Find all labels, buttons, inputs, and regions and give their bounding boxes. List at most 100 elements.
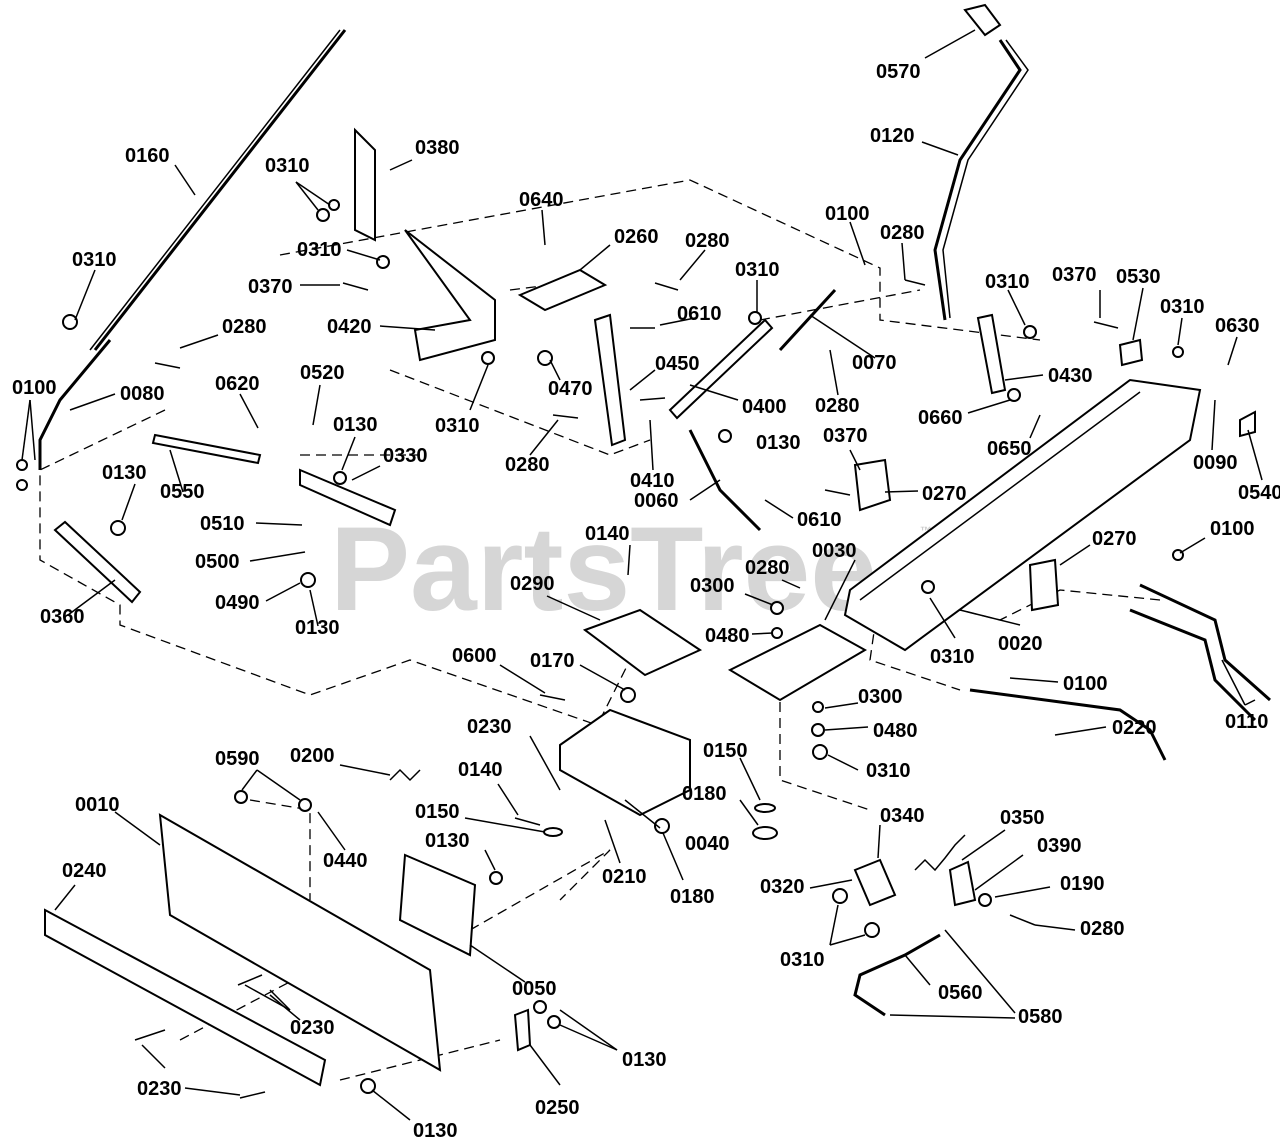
callout-0370-a: 0370 [248,276,293,298]
callout-0130-c: 0130 [295,617,340,639]
part-0350-plate [948,860,977,907]
callout-0280-b: 0280 [685,230,730,252]
part-0120-lever [933,39,1022,321]
part-0340-spring [914,834,966,872]
callout-0370-b: 0370 [1052,264,1097,286]
part-0410-arm [593,313,627,447]
callout-0130-g: 0130 [413,1120,458,1142]
part-0240-cutting-edge [44,908,327,1087]
callout-0280-g: 0280 [1080,918,1125,940]
callout-0340: 0340 [880,805,925,827]
callout-0080: 0080 [120,383,165,405]
part-0030-plate [727,623,868,702]
callout-0130-d: 0130 [756,432,801,454]
callout-0310-g: 0310 [1160,296,1205,318]
callout-0320: 0320 [760,876,805,898]
callout-0100-d: 0100 [1063,673,1108,695]
callout-0130-a: 0130 [333,414,378,436]
callout-0060: 0060 [634,490,679,512]
callout-0520: 0520 [300,362,345,384]
callout-0200: 0200 [290,745,335,767]
part-0020-frame [843,378,1202,652]
callout-0150-a: 0150 [703,740,748,762]
callout-0530: 0530 [1116,266,1161,288]
callout-0310-a: 0310 [265,155,310,177]
callout-0640: 0640 [519,189,564,211]
part-0320-bracket [853,858,897,907]
part-0220-rod [969,688,1167,761]
callout-0100-b: 0100 [12,377,57,399]
part-0040-bracket [559,708,691,817]
callout-0370-c: 0370 [823,425,868,447]
callout-0310-j: 0310 [780,949,825,971]
callout-0300-a: 0300 [690,575,735,597]
callout-0230-c: 0230 [137,1078,182,1100]
part-0110-rod [1139,583,1271,702]
callout-0280-a: 0280 [222,316,267,338]
callout-0470: 0470 [548,378,593,400]
callout-labels: 0570 0120 0160 0380 0310 0310 0370 0420 … [12,61,1280,1142]
callout-0390: 0390 [1037,835,1082,857]
callout-0260: 0260 [614,226,659,248]
callout-0180-b: 0180 [670,886,715,908]
part-0560-rod [853,933,941,1017]
callout-0180-a: 0180 [682,783,727,805]
part-0080-lever [38,339,112,470]
callout-0110: 0110 [1225,711,1268,733]
callout-0350: 0350 [1000,807,1045,829]
part-0010-blade [158,813,442,1072]
callout-0330: 0330 [383,445,428,467]
parts [38,3,1271,1087]
callout-0600: 0600 [452,645,497,667]
callout-0020: 0020 [998,633,1043,655]
part-0540-clip [1239,410,1256,438]
part-0270-bracket-b [1028,558,1060,612]
part-0260-plate [517,268,608,312]
callout-0100-a: 0100 [825,203,870,225]
callout-0580: 0580 [1018,1006,1063,1028]
part-0290-plate [582,608,703,677]
callout-0630: 0630 [1215,315,1260,337]
watermark: PartsTree [330,502,877,636]
part-0250-clip [513,1008,532,1052]
callout-0310-d: 0310 [735,259,780,281]
callout-0130-f: 0130 [622,1049,667,1071]
callout-0270-b: 0270 [1092,528,1137,550]
callout-0480-a: 0480 [705,625,750,647]
callout-0290: 0290 [510,573,555,595]
callout-0480-b: 0480 [873,720,918,742]
callout-0230-b: 0230 [290,1017,335,1039]
callout-0310-b: 0310 [297,239,342,261]
callout-0190: 0190 [1060,873,1105,895]
callout-0150-b: 0150 [415,801,460,823]
part-0200-spring [389,768,421,782]
callout-0610-b: 0610 [797,509,842,531]
callout-0010: 0010 [75,794,120,816]
callout-0030: 0030 [812,540,857,562]
part-0160-rod [93,29,347,351]
callout-0620: 0620 [215,373,260,395]
part-0530-clip [1118,338,1144,367]
callout-0560: 0560 [938,982,983,1004]
callout-0040: 0040 [685,833,730,855]
callout-0130-e: 0130 [425,830,470,852]
callout-0100-c: 0100 [1210,518,1255,540]
callout-0310-f: 0310 [985,271,1030,293]
callout-0070: 0070 [852,352,897,374]
callout-0140-a: 0140 [585,523,630,545]
part-0380-plate [354,127,376,242]
part-0070-rod [778,288,837,352]
callout-0440: 0440 [323,850,368,872]
callout-0420: 0420 [327,316,372,338]
callout-0550: 0550 [160,481,205,503]
callout-0650: 0650 [987,438,1032,460]
callout-0280-e: 0280 [815,395,860,417]
callout-0240: 0240 [62,860,107,882]
callout-0160: 0160 [125,145,170,167]
callout-0450: 0450 [655,353,700,375]
callout-0120: 0120 [870,125,915,147]
callout-0360: 0360 [40,606,85,628]
callout-0250: 0250 [535,1097,580,1119]
callout-0610-a: 0610 [677,303,722,325]
